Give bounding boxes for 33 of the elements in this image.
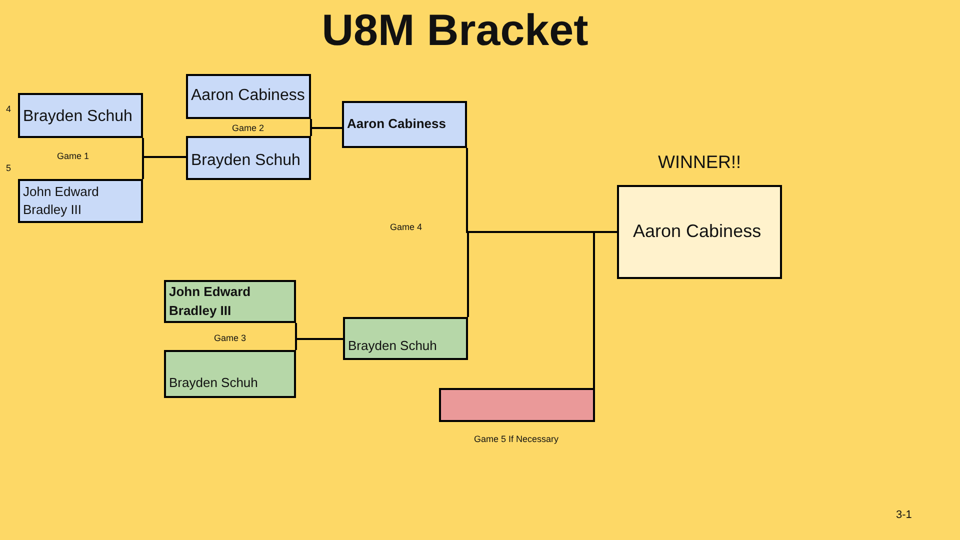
page-number: 3-1 [896,509,912,521]
player-name: Aaron Cabiness [633,220,762,244]
bracket-line [142,156,186,179]
player-name: Aaron Cabiness [191,86,305,106]
player-name: Brayden Schuh [23,106,132,127]
player-slot [617,185,782,279]
player-name: Brayden Schuh [348,336,437,355]
game-label: Game 2 [232,123,264,133]
player-slot [342,101,467,148]
game-label: Game 5 If Necessary [474,434,559,444]
seed-number: 5 [6,163,12,173]
player-name: Aaron Cabiness [347,115,446,134]
player-slot [343,317,468,360]
player-slot [186,136,311,180]
game-label: Game 1 [57,151,90,161]
player-slot [164,280,296,323]
seed-number: 4 [6,104,12,114]
player-slot [164,350,296,398]
game-label: Game 3 [214,333,246,343]
title: U8M Bracket [320,6,590,56]
player-name: Brayden Schuh [191,150,300,171]
player-name: Brayden Schuh [169,374,258,392]
player-slot [186,74,311,119]
bracket-line [295,338,343,350]
bracket-line [310,127,342,136]
player-slot [18,93,143,138]
winner-heading: WINNER!! [658,152,741,173]
player-slot [18,179,143,223]
bracket-line [593,231,617,388]
player-name: John Edward Bradley III [23,182,100,219]
game-label: Game 4 [390,222,422,232]
empty-box [439,388,595,422]
player-name: John Edward Bradley III [169,283,252,320]
